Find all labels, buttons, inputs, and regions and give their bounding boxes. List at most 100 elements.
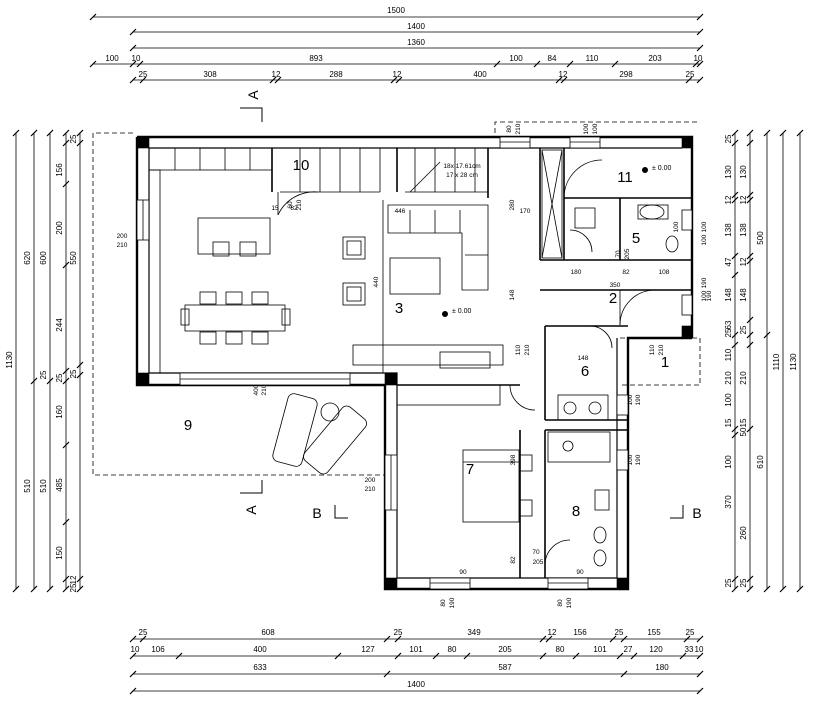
svg-text:80: 80 (440, 599, 447, 607)
svg-text:110: 110 (724, 348, 733, 361)
svg-text:200: 200 (117, 233, 128, 240)
stair-note: 18x 17.61cm 17 x 28 cm (443, 163, 480, 179)
svg-text:190: 190 (701, 277, 708, 288)
svg-text:80: 80 (448, 645, 457, 654)
svg-text:100: 100 (627, 454, 634, 465)
svg-text:A: A (243, 505, 259, 515)
svg-text:25: 25 (724, 328, 733, 337)
svg-text:25: 25 (615, 628, 624, 637)
svg-text:288: 288 (329, 70, 343, 79)
svg-text:15: 15 (739, 418, 748, 427)
svg-text:± 0.00: ± 0.00 (452, 308, 472, 315)
left-dim-labels: 1130 620 510 600 25 510 156 200 244 25 1… (5, 134, 78, 592)
svg-text:27: 27 (624, 645, 633, 654)
svg-text:200: 200 (55, 221, 64, 235)
svg-text:12: 12 (393, 70, 402, 79)
svg-text:210: 210 (524, 344, 531, 355)
svg-text:510: 510 (39, 479, 48, 493)
svg-text:500: 500 (756, 231, 765, 245)
svg-text:893: 893 (309, 54, 323, 63)
svg-text:1130: 1130 (789, 353, 798, 371)
svg-text:600: 600 (39, 251, 48, 265)
svg-text:100: 100 (724, 455, 733, 469)
svg-text:25: 25 (739, 578, 748, 587)
svg-text:550: 550 (69, 251, 78, 265)
svg-text:1500: 1500 (387, 6, 405, 15)
svg-text:440: 440 (373, 276, 380, 287)
svg-text:15: 15 (271, 205, 279, 212)
bottom-dimensions (133, 638, 700, 692)
left-dim-ticks (12, 129, 84, 593)
svg-text:25: 25 (55, 373, 64, 382)
svg-text:25: 25 (69, 369, 78, 378)
svg-text:200: 200 (365, 477, 376, 484)
svg-text:90: 90 (576, 569, 584, 576)
top-dim-labels: 1500 1400 1360 100 10 893 100 84 110 203… (105, 6, 703, 79)
room-8-label: 8 (572, 503, 580, 520)
right-dimensions (734, 133, 801, 589)
svg-text:101: 101 (593, 645, 607, 654)
svg-text:148: 148 (739, 288, 748, 302)
svg-text:10: 10 (132, 54, 141, 63)
svg-text:244: 244 (55, 318, 64, 332)
svg-text:18x 17.61cm: 18x 17.61cm (443, 163, 480, 170)
svg-text:587: 587 (498, 663, 512, 672)
svg-text:400: 400 (253, 645, 267, 654)
room-labels: 1 2 3 4 5 6 7 8 9 10 11 (184, 157, 669, 520)
svg-text:82: 82 (290, 205, 298, 212)
room-3-label: 3 (395, 300, 403, 317)
svg-text:100: 100 (627, 394, 634, 405)
svg-text:1360: 1360 (407, 38, 425, 47)
svg-text:90: 90 (459, 569, 467, 576)
svg-text:25: 25 (686, 70, 695, 79)
svg-text:100: 100 (701, 290, 708, 301)
svg-text:298: 298 (619, 70, 633, 79)
svg-text:349: 349 (467, 628, 481, 637)
svg-text:1400: 1400 (407, 22, 425, 31)
svg-text:210: 210 (658, 344, 665, 355)
svg-text:10: 10 (131, 645, 140, 654)
svg-text:1110: 1110 (772, 353, 781, 370)
room-7-label: 7 (466, 461, 474, 478)
svg-text:156: 156 (55, 163, 64, 177)
svg-text:100: 100 (583, 123, 590, 134)
svg-text:80: 80 (556, 645, 565, 654)
svg-text:156: 156 (573, 628, 587, 637)
furniture (148, 147, 679, 567)
svg-text:10: 10 (695, 645, 704, 654)
room-1-label: 1 (661, 354, 669, 371)
svg-text:400: 400 (473, 70, 487, 79)
room-10-label: 10 (293, 157, 310, 174)
svg-text:620: 620 (23, 251, 32, 265)
svg-text:308: 308 (203, 70, 217, 79)
svg-text:1130: 1130 (5, 351, 14, 369)
svg-text:110: 110 (649, 344, 656, 355)
svg-text:633: 633 (253, 663, 267, 672)
svg-text:33: 33 (685, 645, 694, 654)
svg-text:100: 100 (701, 234, 708, 245)
svg-text:82: 82 (510, 556, 517, 564)
svg-text:12: 12 (548, 628, 557, 637)
svg-text:190: 190 (706, 290, 713, 301)
svg-text:120: 120 (649, 645, 663, 654)
svg-text:160: 160 (55, 405, 64, 419)
svg-text:12: 12 (272, 70, 281, 79)
room-6-label: 6 (581, 363, 589, 380)
svg-text:12: 12 (724, 195, 733, 204)
svg-text:84: 84 (548, 54, 557, 63)
wall-columns (136, 136, 693, 590)
svg-text:12: 12 (559, 70, 568, 79)
svg-text:350: 350 (610, 282, 621, 289)
svg-text:17 x 28 cm: 17 x 28 cm (446, 172, 478, 179)
svg-text:10: 10 (694, 54, 703, 63)
top-dimensions (93, 16, 700, 81)
svg-text:1400: 1400 (407, 680, 425, 689)
svg-text:180: 180 (571, 269, 582, 276)
svg-text:25: 25 (724, 578, 733, 587)
svg-text:148: 148 (724, 288, 733, 302)
svg-text:100: 100 (105, 54, 119, 63)
svg-text:210: 210 (724, 371, 733, 385)
svg-text:155: 155 (647, 628, 661, 637)
svg-text:80: 80 (506, 125, 513, 133)
bottom-dim-ticks (129, 635, 704, 695)
